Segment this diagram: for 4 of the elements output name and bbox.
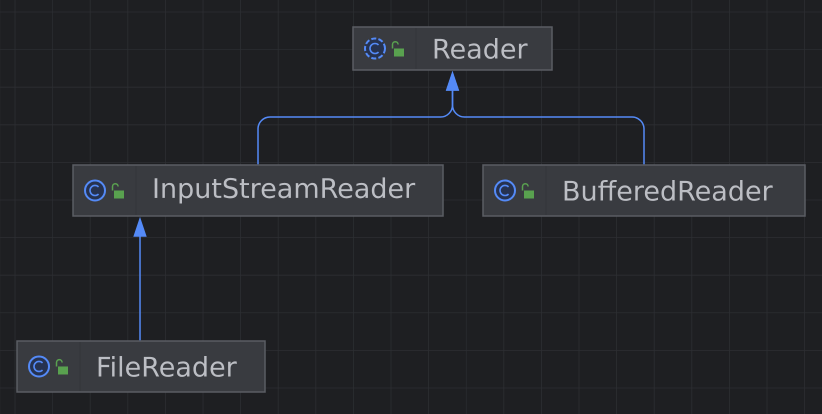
class-box: FileReader (16, 340, 266, 393)
class-box: BufferedReader (482, 164, 806, 217)
class-box: InputStreamReader (72, 164, 444, 217)
class-box: Reader (352, 26, 553, 71)
